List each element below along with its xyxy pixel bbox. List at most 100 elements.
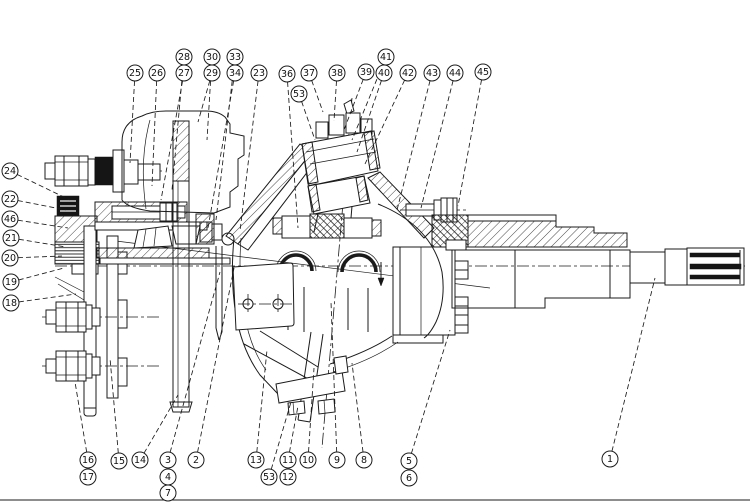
callout-balloon-3	[159, 451, 177, 469]
callout-balloon-11	[279, 451, 297, 469]
callout-balloon-17	[79, 468, 97, 486]
callout-balloon-34	[226, 64, 244, 82]
callout-leader	[396, 80, 431, 211]
callout-number: 6	[406, 473, 412, 484]
callout-leader	[143, 394, 179, 454]
callout-balloon-21	[2, 229, 20, 247]
callout-balloon-10	[299, 451, 317, 469]
pinion-section	[309, 213, 345, 239]
callout-number: 33	[229, 52, 241, 63]
callout-number: 22	[4, 194, 16, 205]
callout-number: 43	[426, 68, 438, 79]
callout-number: 2	[193, 455, 199, 466]
callout-number: 34	[229, 68, 241, 79]
right-flange	[431, 214, 628, 248]
callout-leader	[17, 174, 71, 201]
callout-leader	[197, 267, 235, 453]
callout-balloon-8	[355, 451, 373, 469]
left-strut	[225, 143, 319, 251]
callout-number: 38	[331, 68, 343, 79]
callout-leader	[17, 200, 67, 211]
callout-balloon-40	[375, 64, 393, 82]
callout-leader	[18, 293, 77, 303]
callout-balloon-39	[357, 63, 375, 81]
callout-number: 53	[263, 472, 275, 483]
wheel-stud-section	[94, 156, 114, 186]
callout-leader	[330, 301, 338, 453]
callout-balloon-6	[400, 469, 418, 487]
callout-number: 45	[477, 67, 489, 78]
callout-number: 53	[293, 89, 305, 100]
callout-number: 19	[5, 277, 17, 288]
callout-number: 1	[607, 454, 613, 465]
callout-leader	[270, 401, 292, 470]
callout-leader	[169, 271, 221, 453]
callout-number: 29	[206, 68, 218, 79]
callout-balloon-25	[126, 64, 144, 82]
callout-number: 17	[82, 472, 94, 483]
callout-balloon-53	[290, 85, 308, 103]
callout-leader	[239, 80, 259, 232]
callout-leader	[171, 64, 184, 191]
callout-balloon-22	[1, 190, 19, 208]
callout-number: 9	[334, 455, 340, 466]
flange-bolt	[454, 296, 469, 307]
callout-leader	[301, 101, 316, 141]
callout-number: 21	[5, 233, 17, 244]
bearing-cup-right	[340, 253, 378, 273]
callout-balloon-16	[79, 451, 97, 469]
callout-number: 24	[4, 166, 16, 177]
gear-cover	[121, 110, 245, 214]
grease-fitting	[343, 99, 355, 115]
callout-leader	[333, 80, 337, 122]
callout-number: 7	[165, 488, 171, 499]
callout-balloon-37	[300, 64, 318, 82]
callout-number: 41	[380, 52, 392, 63]
callout-number: 5	[406, 456, 412, 467]
callout-number: 39	[360, 67, 372, 78]
callout-balloon-15	[110, 452, 128, 470]
callout-balloon-26	[148, 64, 166, 82]
callout-leader	[207, 80, 235, 229]
callout-number: 28	[178, 52, 190, 63]
bottom-flange	[275, 355, 349, 416]
callout-leader	[351, 362, 364, 453]
callout-leader	[410, 329, 451, 454]
callout-balloon-12	[279, 468, 297, 486]
callout-number: 3	[165, 455, 171, 466]
callout-number: 12	[282, 472, 294, 483]
callout-number: 26	[151, 68, 163, 79]
callout-leader	[256, 349, 268, 453]
callout-number: 46	[4, 214, 16, 225]
callout-leader	[215, 64, 235, 221]
callout-balloon-2	[187, 451, 205, 469]
callout-balloon-44	[446, 64, 464, 82]
callout-number: 13	[250, 455, 262, 466]
callout-balloon-14	[131, 451, 149, 469]
callout-leader	[356, 80, 382, 153]
callout-balloon-24	[1, 162, 19, 180]
callout-number: 30	[206, 52, 218, 63]
callout-number: 36	[281, 69, 293, 80]
callout-balloon-27	[175, 64, 193, 82]
callout-number: 11	[282, 455, 294, 466]
callout-balloon-18	[2, 294, 20, 312]
housing-face-plate	[232, 262, 295, 331]
callout-leader	[160, 80, 183, 201]
callout-leader	[343, 79, 364, 131]
callout-leader	[197, 80, 211, 123]
callout-balloon-5	[400, 452, 418, 470]
callout-leader	[129, 80, 135, 164]
callout-balloon-43	[423, 64, 441, 82]
callout-leader	[308, 367, 315, 453]
callout-number: 16	[82, 455, 94, 466]
callout-leader	[17, 255, 63, 259]
callout-leader	[611, 277, 656, 452]
callout-number: 44	[449, 68, 461, 79]
callout-leader	[287, 81, 299, 229]
callout-number: 4	[165, 472, 171, 483]
flow-arrow	[377, 277, 385, 287]
